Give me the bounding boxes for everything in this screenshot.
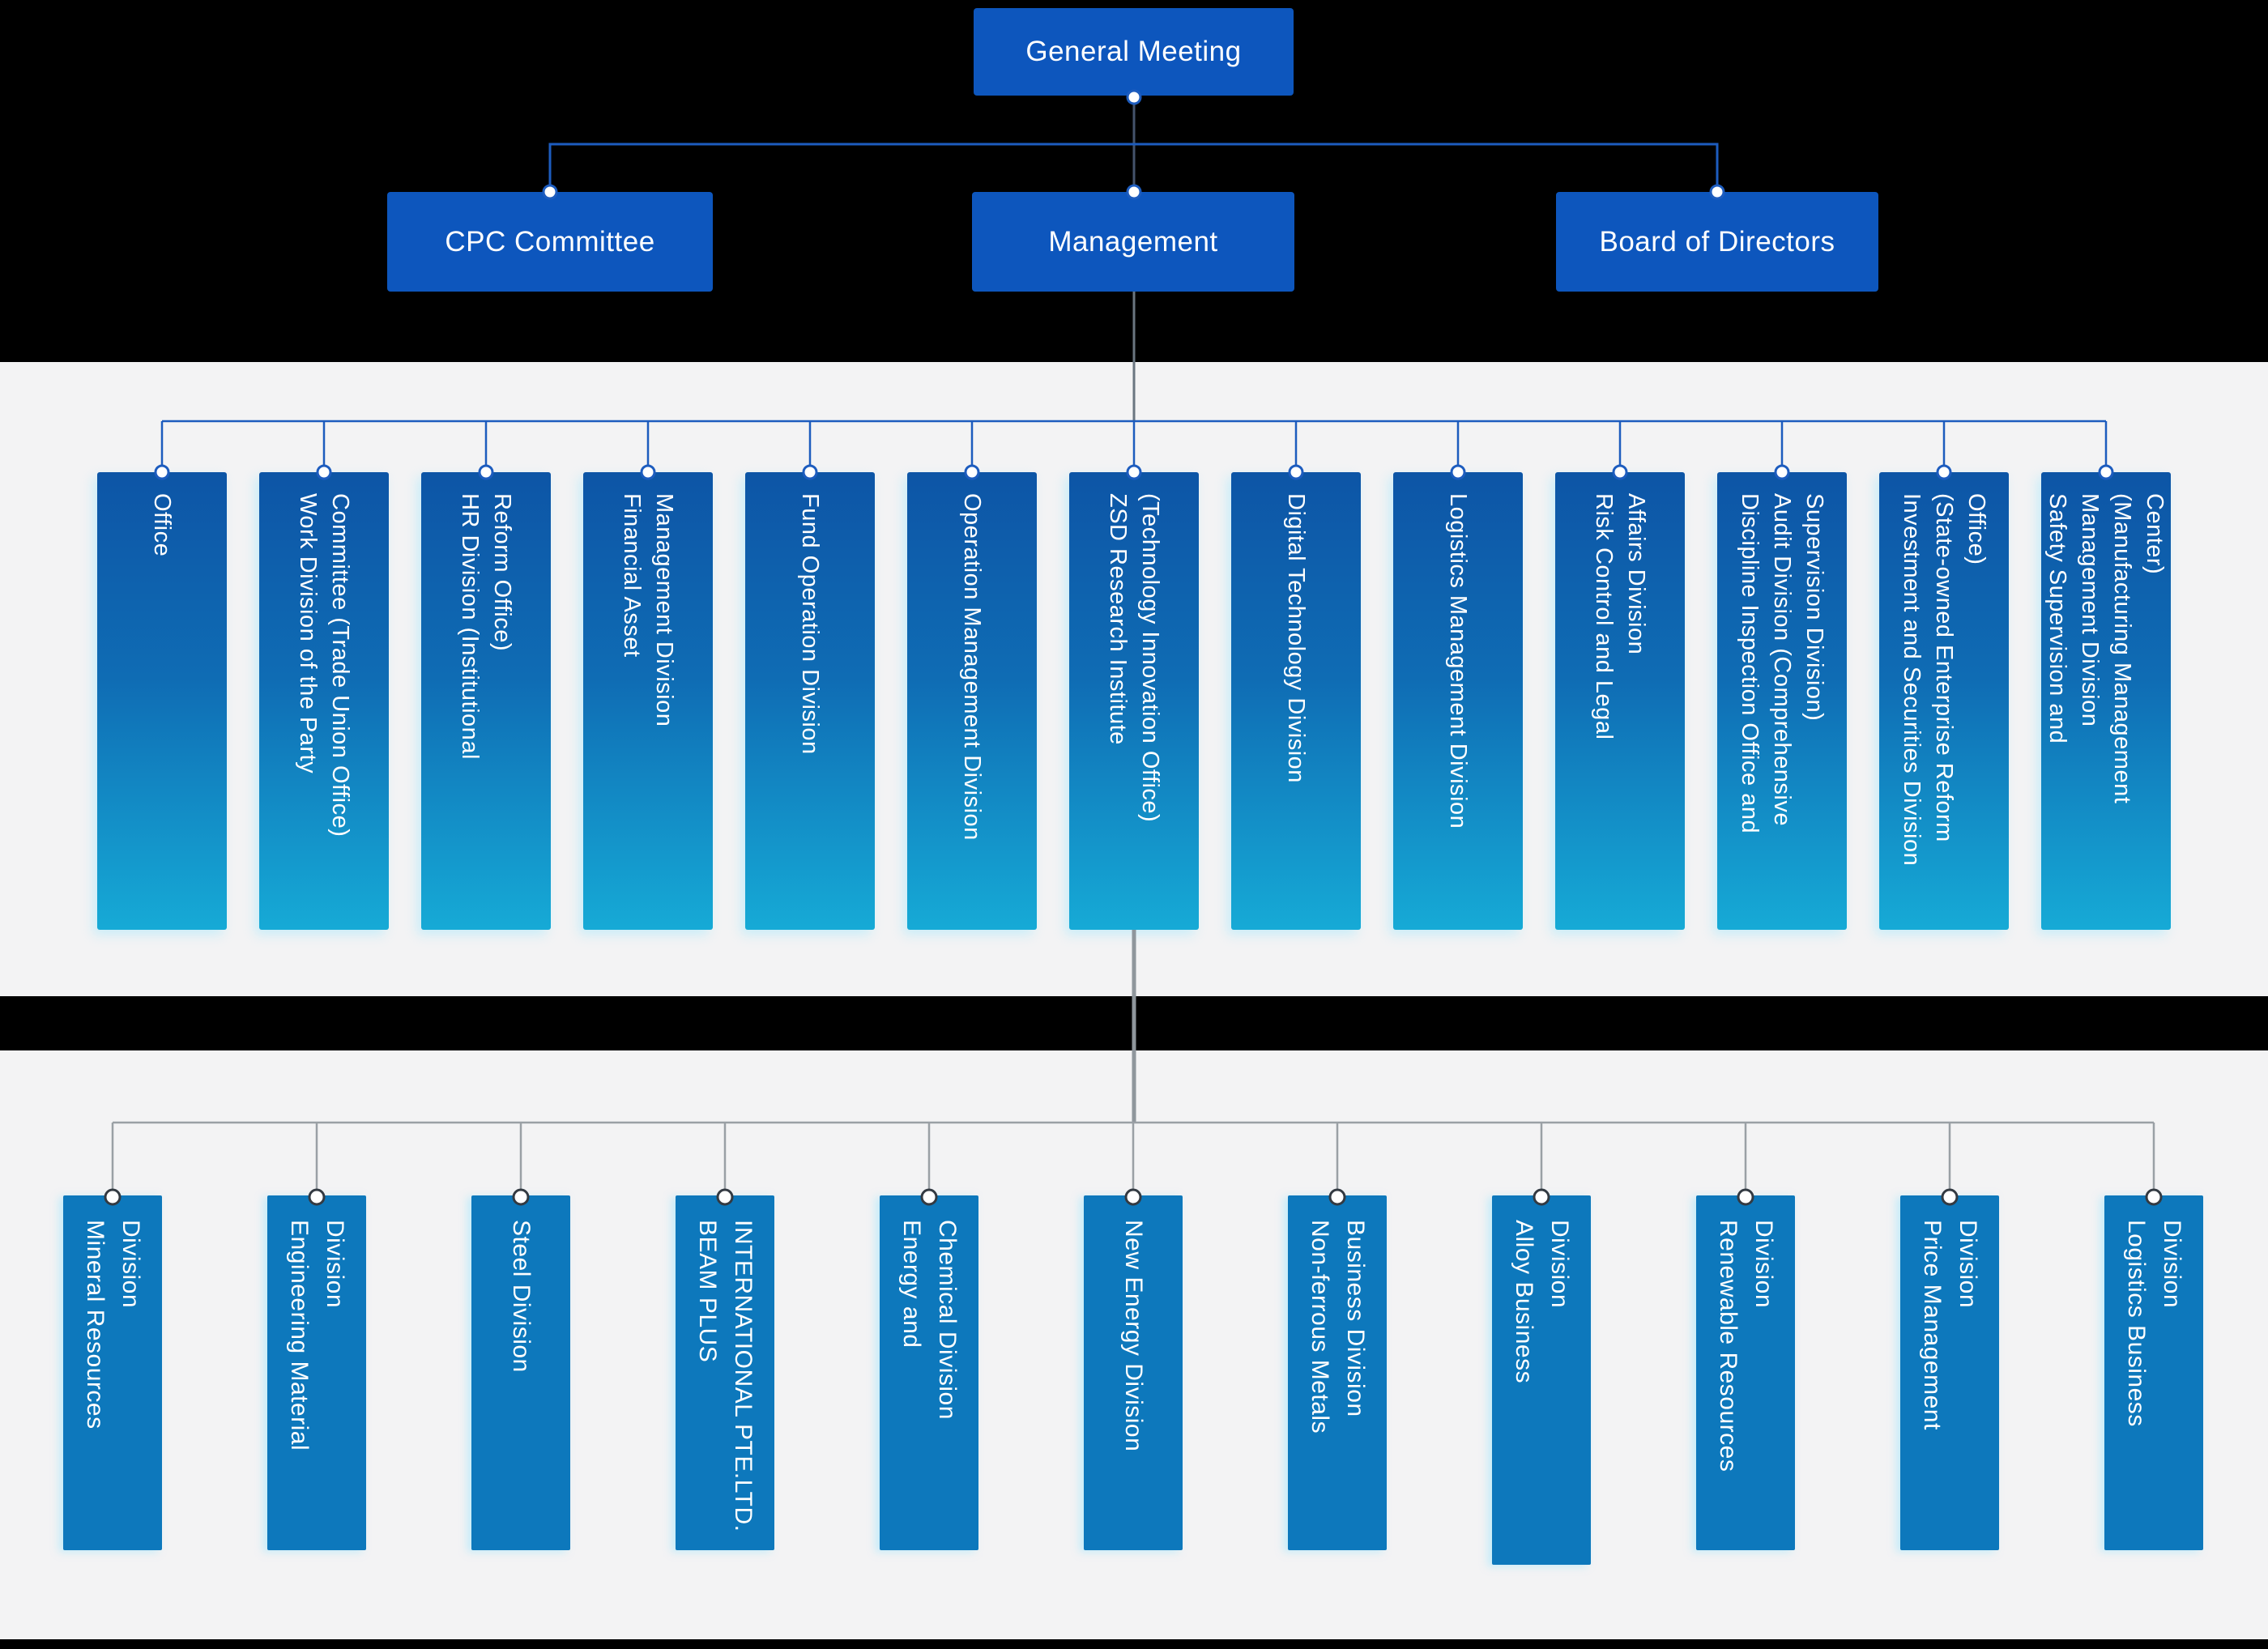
node-fund-operation-division: Fund Operation Division — [745, 472, 875, 930]
node-non-ferrous-metals-division: Non-ferrous Metals Business Division — [1288, 1195, 1387, 1550]
node-steel-division: Steel Division — [471, 1195, 570, 1550]
node-label: ZSD Research Institute (Technology Innov… — [1105, 493, 1163, 823]
node-label: Management — [1048, 225, 1218, 258]
node-label: BEAM PLUS INTERNATIONAL PTE.LTD. — [694, 1220, 757, 1532]
node-label: Renewable Resources Division — [1715, 1220, 1777, 1472]
node-label: Engineering Material Division — [286, 1220, 348, 1451]
node-label: CPC Committee — [445, 225, 655, 258]
node-label: Steel Division — [508, 1220, 535, 1373]
node-alloy-business-division: Alloy Business Division — [1492, 1195, 1591, 1565]
node-label: Digital Technology Division — [1283, 493, 1309, 783]
node-label: Financial Asset Management Division — [619, 493, 677, 727]
node-board-of-directors: Board of Directors — [1556, 192, 1878, 292]
node-label: Discipline Inspection Office and Audit D… — [1737, 493, 1827, 834]
node-label: General Meeting — [1025, 36, 1242, 67]
node-label: Non-ferrous Metals Business Division — [1307, 1220, 1369, 1434]
node-hr-division: HR Division (Institutional Reform Office… — [421, 472, 551, 930]
connector-department-rail — [160, 420, 2108, 470]
node-label: Fund Operation Division — [797, 493, 823, 755]
node-label: Price Management Division — [1919, 1220, 1981, 1430]
middle-black-band — [0, 996, 2268, 1050]
node-label: Office — [149, 493, 175, 557]
node-label: Work Division of the Party Committee (Tr… — [295, 493, 353, 837]
node-engineering-material-division: Engineering Material Division — [267, 1195, 366, 1550]
node-risk-control-legal-affairs-division: Risk Control and Legal Affairs Division — [1555, 472, 1685, 930]
node-label: Alloy Business Division — [1511, 1220, 1573, 1384]
business-unit-row: Mineral Resources Division Engineering M… — [63, 1195, 2203, 1565]
node-logistics-business-division: Logistics Business Division — [2104, 1195, 2203, 1550]
node-digital-technology-division: Digital Technology Division — [1231, 472, 1361, 930]
node-safety-supervision-division: Safety Supervision and Management Divisi… — [2041, 472, 2171, 930]
node-office: Office — [97, 472, 227, 930]
bottom-black-strip — [0, 1639, 2268, 1649]
node-label: Logistics Business Division — [2123, 1220, 2185, 1427]
node-management: Management — [972, 192, 1294, 292]
node-mineral-resources-division: Mineral Resources Division — [63, 1195, 162, 1550]
node-label: Investment and Securities Division (Stat… — [1899, 493, 1989, 867]
node-label: HR Division (Institutional Reform Office… — [457, 493, 515, 760]
node-label: Energy and Chemical Division — [898, 1220, 961, 1420]
department-row: Office Work Division of the Party Commit… — [97, 472, 2171, 930]
node-logistics-management-division: Logistics Management Division — [1393, 472, 1523, 930]
node-financial-asset-management-division: Financial Asset Management Division — [583, 472, 713, 930]
node-energy-chemical-division: Energy and Chemical Division — [880, 1195, 978, 1550]
node-new-energy-division: New Energy Division — [1084, 1195, 1183, 1550]
node-operation-management-division: Operation Management Division — [907, 472, 1037, 930]
node-party-committee-work-division: Work Division of the Party Committee (Tr… — [259, 472, 389, 930]
connector-business-unit-rail — [111, 1121, 2155, 1192]
node-general-meeting: General Meeting — [974, 8, 1294, 96]
node-label: Operation Management Division — [959, 493, 985, 841]
node-label: Risk Control and Legal Affairs Division — [1591, 493, 1649, 740]
node-label: Board of Directors — [1599, 225, 1835, 258]
node-label: Mineral Resources Division — [82, 1220, 144, 1430]
node-renewable-resources-division: Renewable Resources Division — [1696, 1195, 1795, 1550]
node-label: Logistics Management Division — [1445, 493, 1471, 829]
node-zsd-research-institute: ZSD Research Institute (Technology Innov… — [1069, 472, 1199, 930]
node-beam-plus-international: BEAM PLUS INTERNATIONAL PTE.LTD. — [676, 1195, 774, 1550]
node-discipline-inspection-audit-division: Discipline Inspection Office and Audit D… — [1717, 472, 1847, 930]
node-cpc-committee: CPC Committee — [387, 192, 713, 292]
node-investment-securities-division: Investment and Securities Division (Stat… — [1879, 472, 2009, 930]
node-label: New Energy Division — [1120, 1220, 1147, 1452]
node-label: Safety Supervision and Management Divisi… — [2044, 493, 2168, 804]
node-price-management-division: Price Management Division — [1900, 1195, 1999, 1550]
